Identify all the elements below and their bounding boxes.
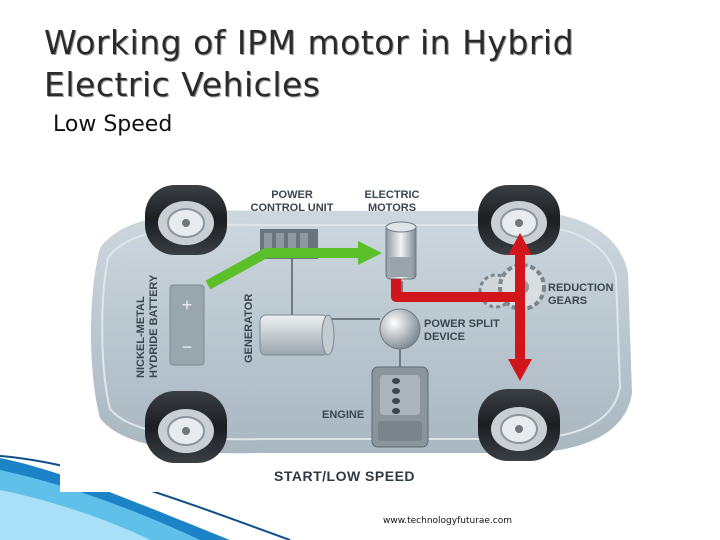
power-control-unit-label-line2: CONTROL UNIT	[251, 202, 334, 214]
slide-title: Working of IPM motor in Hybrid Electric …	[44, 23, 575, 104]
hybrid-drivetrain-diagram: + − NICKEL-METAL HYDRIDE BATTERY GENERAT…	[60, 173, 648, 492]
front-right-wheel	[478, 185, 560, 255]
power-split-device	[379, 308, 421, 350]
mechanical-power-flow-arrow	[391, 279, 525, 361]
electric-motors-label-line2: MOTORS	[368, 202, 416, 214]
electric-power-flow-arrow	[205, 248, 360, 290]
battery: + −	[169, 284, 205, 366]
engine	[371, 366, 429, 448]
battery-minus-sign: −	[182, 337, 193, 357]
battery-plus-sign: +	[182, 295, 193, 315]
rear-left-wheel	[145, 391, 227, 463]
power-control-unit	[260, 229, 318, 259]
engine-label: ENGINE	[322, 409, 364, 421]
power-split-label-line2: DEVICE	[424, 331, 465, 343]
mode-label: START/LOW SPEED	[274, 468, 415, 484]
generator-label: GENERATOR	[243, 294, 255, 363]
reduction-gears-label-line1: REDUCTION	[548, 282, 613, 294]
generator	[259, 314, 335, 356]
front-left-wheel	[145, 185, 227, 255]
footer-url: www.technologyfuturae.com	[383, 516, 513, 526]
electric-motor	[385, 221, 417, 280]
rear-right-wheel	[478, 389, 560, 461]
battery-label-line1: NICKEL-METAL	[135, 296, 147, 378]
battery-label-line2: HYDRIDE BATTERY	[148, 274, 160, 378]
power-control-unit-label-line1: POWER	[271, 189, 313, 201]
power-split-label-line1: POWER SPLIT	[424, 318, 500, 330]
slide-subtitle: Low Speed	[53, 112, 173, 137]
reduction-gears-label-line2: GEARS	[548, 295, 587, 307]
electric-motors-label-line1: ELECTRIC	[365, 189, 420, 201]
